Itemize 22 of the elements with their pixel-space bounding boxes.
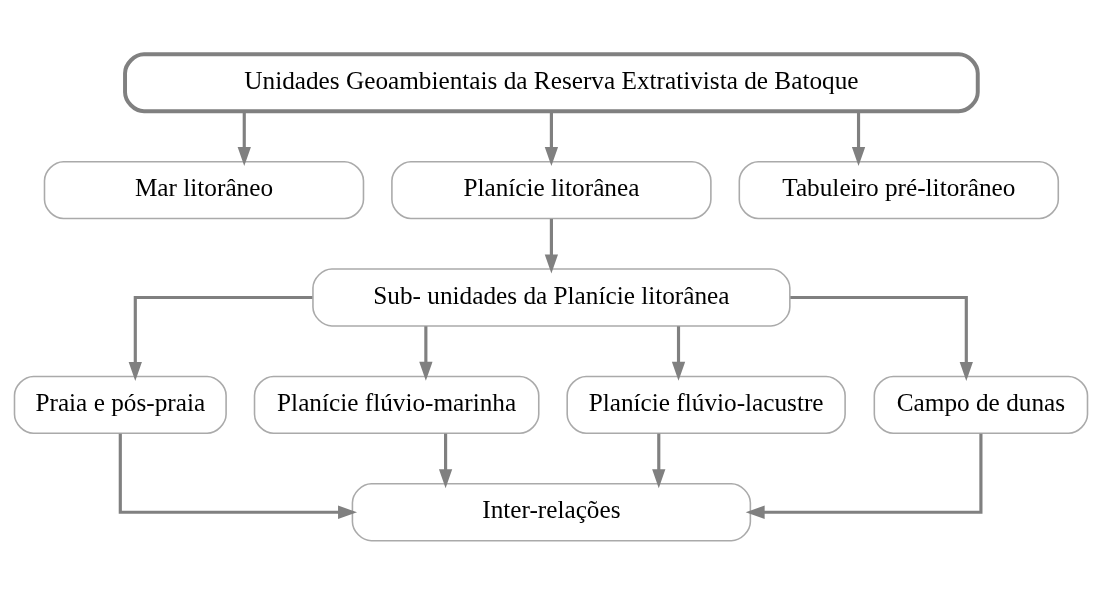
arrow [438, 433, 453, 488]
arrow [544, 111, 559, 166]
arrow [745, 433, 983, 519]
node-box: Planície flúvio-lacustre [566, 375, 846, 434]
node-box: Tabuleiro pré-litorâneo [738, 160, 1060, 219]
arrow [652, 433, 666, 488]
arrow [118, 433, 358, 519]
arrow [671, 325, 686, 381]
node-box: Mar litorâneo [43, 160, 365, 219]
node-box: Campo de dunas [873, 375, 1089, 434]
arrow [790, 295, 973, 381]
node-box: Sub- unidades da Planície litorânea [312, 267, 791, 327]
arrow [851, 111, 866, 166]
node-box: Praia e pós-praia [13, 375, 227, 434]
arrow [419, 325, 433, 381]
node-box: Planície flúvio-marinha [253, 375, 540, 434]
arrow [128, 295, 313, 381]
node-box: Inter-relações [351, 482, 752, 541]
node-box: Unidades Geoambientais da Reserva Extrativista de Batoque [123, 51, 980, 113]
node-box: Planície litorânea [391, 160, 712, 219]
arrow [544, 218, 559, 273]
arrow [237, 111, 251, 166]
